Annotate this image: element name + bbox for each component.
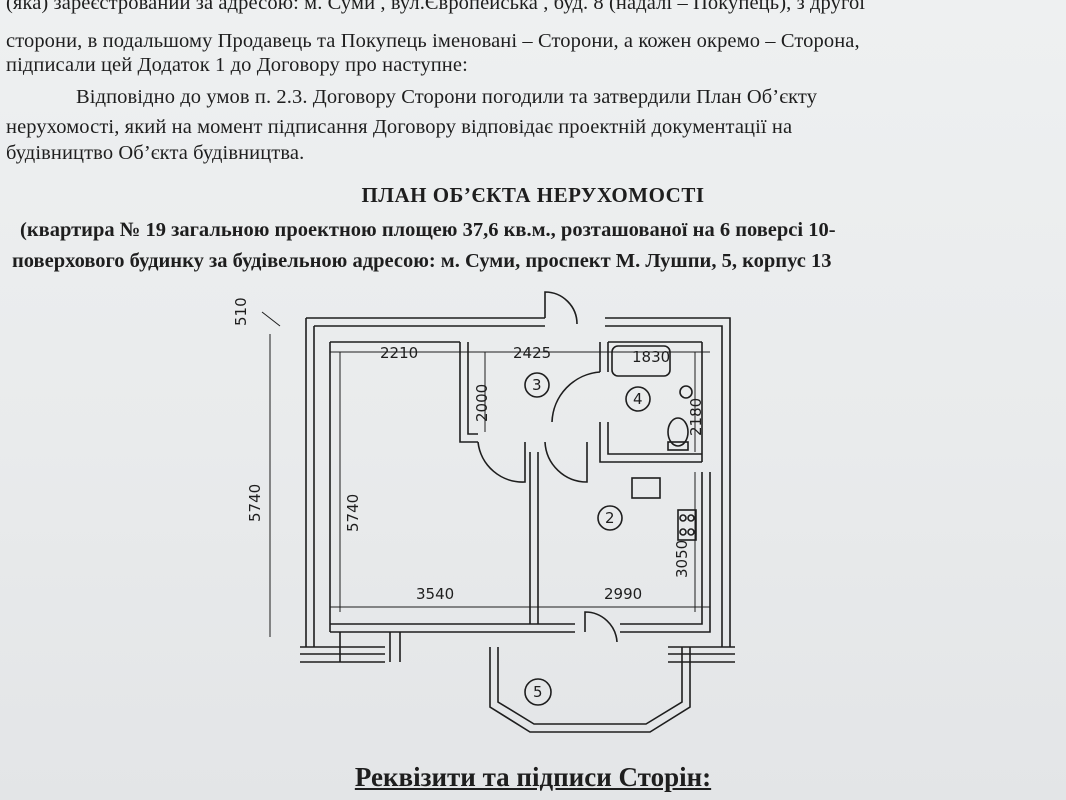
door-arc xyxy=(584,611,618,643)
wall xyxy=(605,317,731,647)
wall xyxy=(620,472,703,625)
wall xyxy=(620,472,711,633)
balcony xyxy=(497,647,683,725)
paragraph-line: нерухомості, який на момент підписання Д… xyxy=(6,116,793,138)
plan-title: ПЛАН ОБ’ЄКТА НЕРУХОМОСТІ xyxy=(361,183,705,207)
dim-top-middle: 2425 xyxy=(513,344,551,362)
room-marker-balcony xyxy=(524,678,552,706)
door-arc xyxy=(544,291,578,325)
dimension-line xyxy=(261,311,281,327)
room-marker-bathroom xyxy=(625,386,651,412)
dim-inner-height: 5740 xyxy=(344,494,362,532)
plan-subtitle: поверхового будинку за будівельною адрес… xyxy=(12,250,832,272)
room-marker-kitchen xyxy=(597,505,623,531)
wall xyxy=(459,342,478,443)
paragraph-line: сторони, в подальшому Продавець та Покуп… xyxy=(6,30,860,52)
paragraph-line: Відповідно до умов п. 2.3. Договору Стор… xyxy=(76,86,818,108)
plan-subtitle: (квартира № 19 загальною проектною площе… xyxy=(20,219,836,241)
stove xyxy=(677,509,697,541)
wall xyxy=(467,342,478,435)
room-label-balcony: 5 xyxy=(533,683,543,701)
dim-wall: 510 xyxy=(232,297,250,326)
wall xyxy=(605,325,723,647)
paragraph-line: підписали цей Додаток 1 до Договору про … xyxy=(6,54,468,76)
balcony xyxy=(489,647,691,733)
room-label-bathroom: 4 xyxy=(633,390,643,408)
toilet-tank xyxy=(667,441,689,451)
dim-bath-height: 2180 xyxy=(687,398,705,436)
wall xyxy=(607,422,702,455)
room-label-kitchen: 2 xyxy=(605,509,615,527)
dim-bottom-left: 3540 xyxy=(416,585,454,603)
window xyxy=(668,646,735,663)
dim-top-left: 2210 xyxy=(380,344,418,362)
door-arc xyxy=(551,371,601,423)
paragraph-line: (яка) зареєстрований за адресою: м. Суми… xyxy=(6,0,866,14)
room-label-hall: 3 xyxy=(532,376,542,394)
signatures-heading: Реквізити та підписи Сторін: xyxy=(354,762,712,792)
floor-plan: 510 5740 5740 2210 2425 1830 2000 2180 3… xyxy=(232,291,735,733)
dim-outer-height: 5740 xyxy=(246,484,264,522)
dim-bottom-right: 2990 xyxy=(604,585,642,603)
door-arc xyxy=(477,441,526,483)
bathtub xyxy=(611,345,671,377)
dim-bath-width: 1830 xyxy=(632,348,670,366)
dim-kitchen-height: 3050 xyxy=(673,540,691,578)
toilet xyxy=(667,417,689,447)
paragraph-line: будівництво Об’єкта будівництва. xyxy=(6,142,305,164)
dim-hall-height: 2000 xyxy=(473,384,491,422)
wall xyxy=(599,422,702,463)
sink xyxy=(679,385,693,399)
kitchen-sink xyxy=(631,477,661,499)
window xyxy=(300,646,385,663)
room-marker-hall xyxy=(524,372,550,398)
door-arc xyxy=(544,441,588,483)
